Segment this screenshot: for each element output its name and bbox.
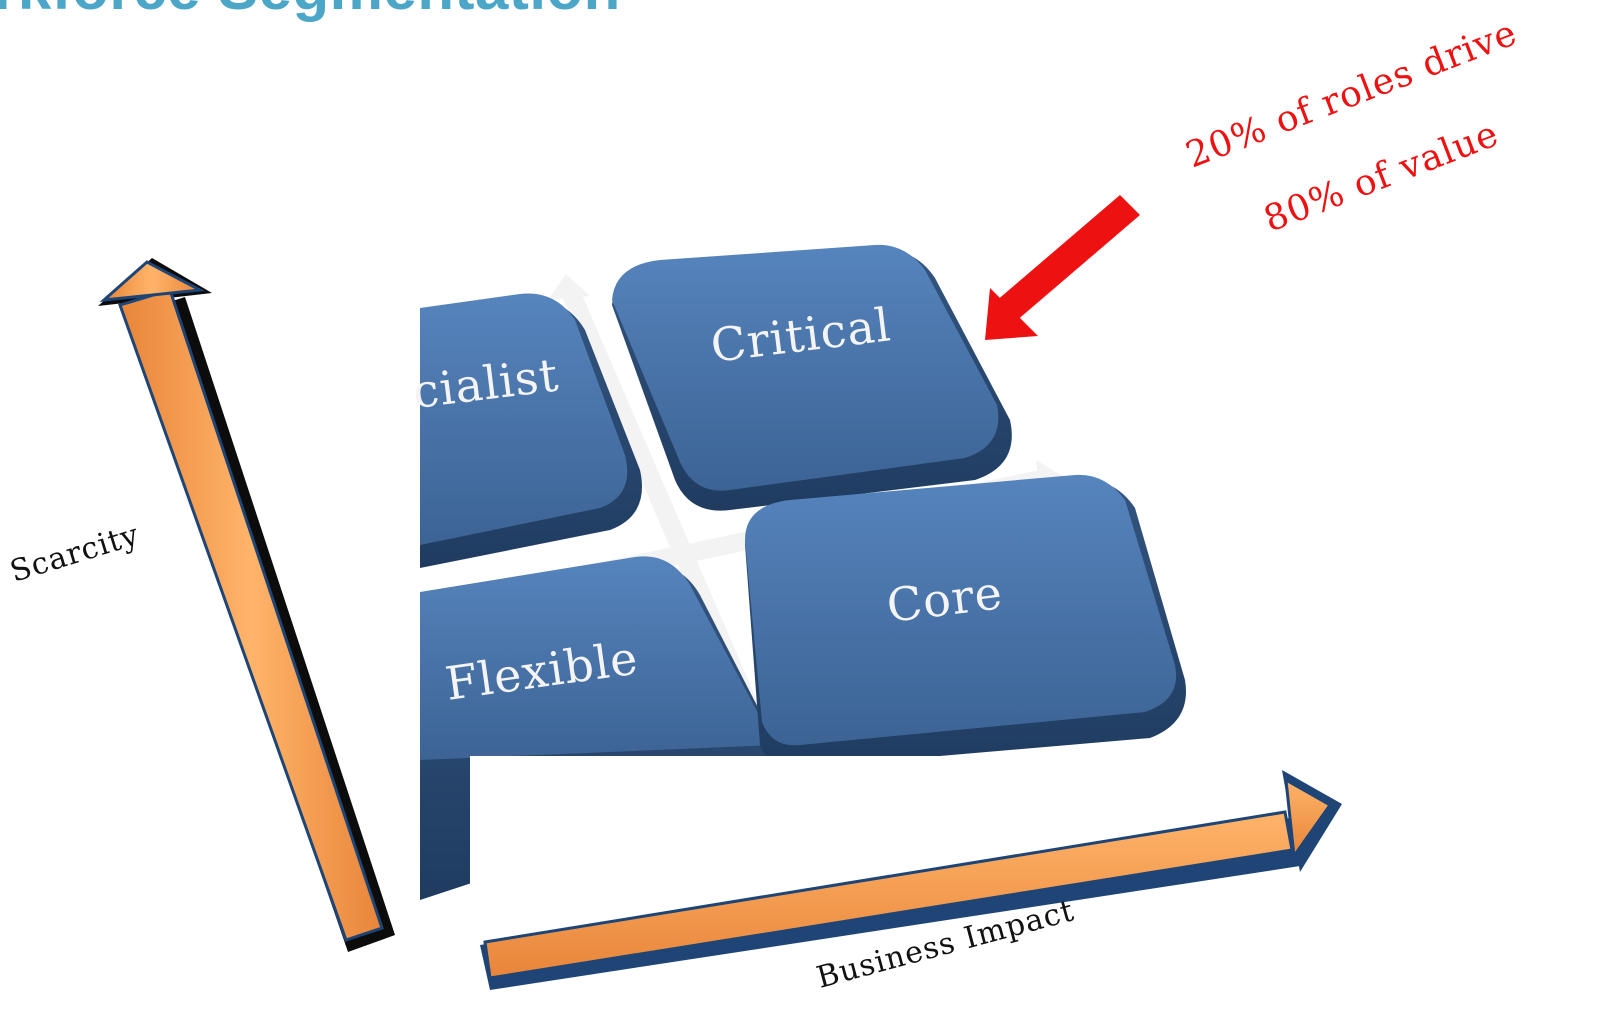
callout-arrow [985, 195, 1140, 340]
page-title: rkforce Segmentation [0, 0, 621, 23]
scarcity-label: Scarcity [6, 517, 143, 589]
scarcity-arrow [98, 258, 395, 952]
tile-core: Core [745, 474, 1186, 769]
business-impact-arrow [480, 770, 1342, 990]
tile-specialist: cialist [410, 293, 642, 568]
tile-critical: Critical [612, 244, 1012, 511]
blank-panel [470, 756, 800, 896]
